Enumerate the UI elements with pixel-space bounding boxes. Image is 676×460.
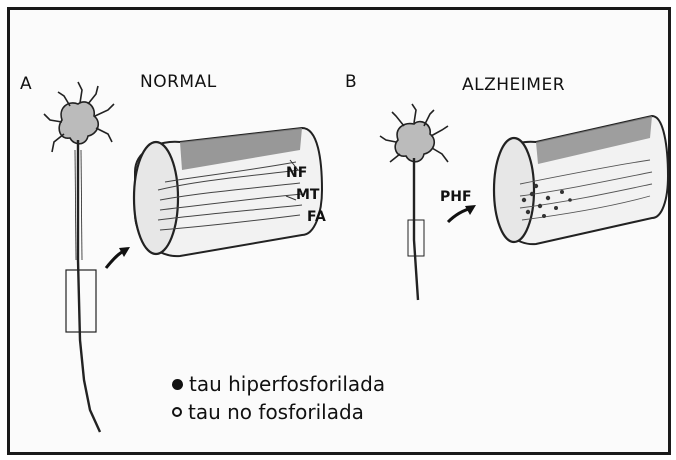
- legend-nonphosphorylated: tau no fosforilada: [172, 400, 364, 424]
- panel-a-title: NORMAL: [140, 74, 217, 91]
- legend-open-text: tau no fosforilada: [188, 400, 364, 424]
- neuron-b: [380, 104, 448, 300]
- axon-tube-normal: [134, 128, 322, 256]
- panel-a-letter: A: [20, 76, 32, 93]
- fa-label: FA: [307, 210, 326, 224]
- axon-tube-alzheimer: [494, 116, 668, 244]
- phf-label: PHF: [440, 190, 472, 204]
- panel-b-letter: B: [345, 74, 357, 91]
- open-dot-icon: [172, 407, 182, 417]
- mt-label: MT: [296, 188, 319, 202]
- nf-label: NF: [286, 166, 307, 180]
- legend-hyperphosphorylated: tau hiperfosforilada: [172, 372, 385, 396]
- neuron-a: [44, 82, 114, 432]
- legend-filled-text: tau hiperfosforilada: [189, 372, 385, 396]
- panel-b-title: ALZHEIMER: [462, 77, 565, 94]
- filled-dot-icon: [172, 379, 183, 390]
